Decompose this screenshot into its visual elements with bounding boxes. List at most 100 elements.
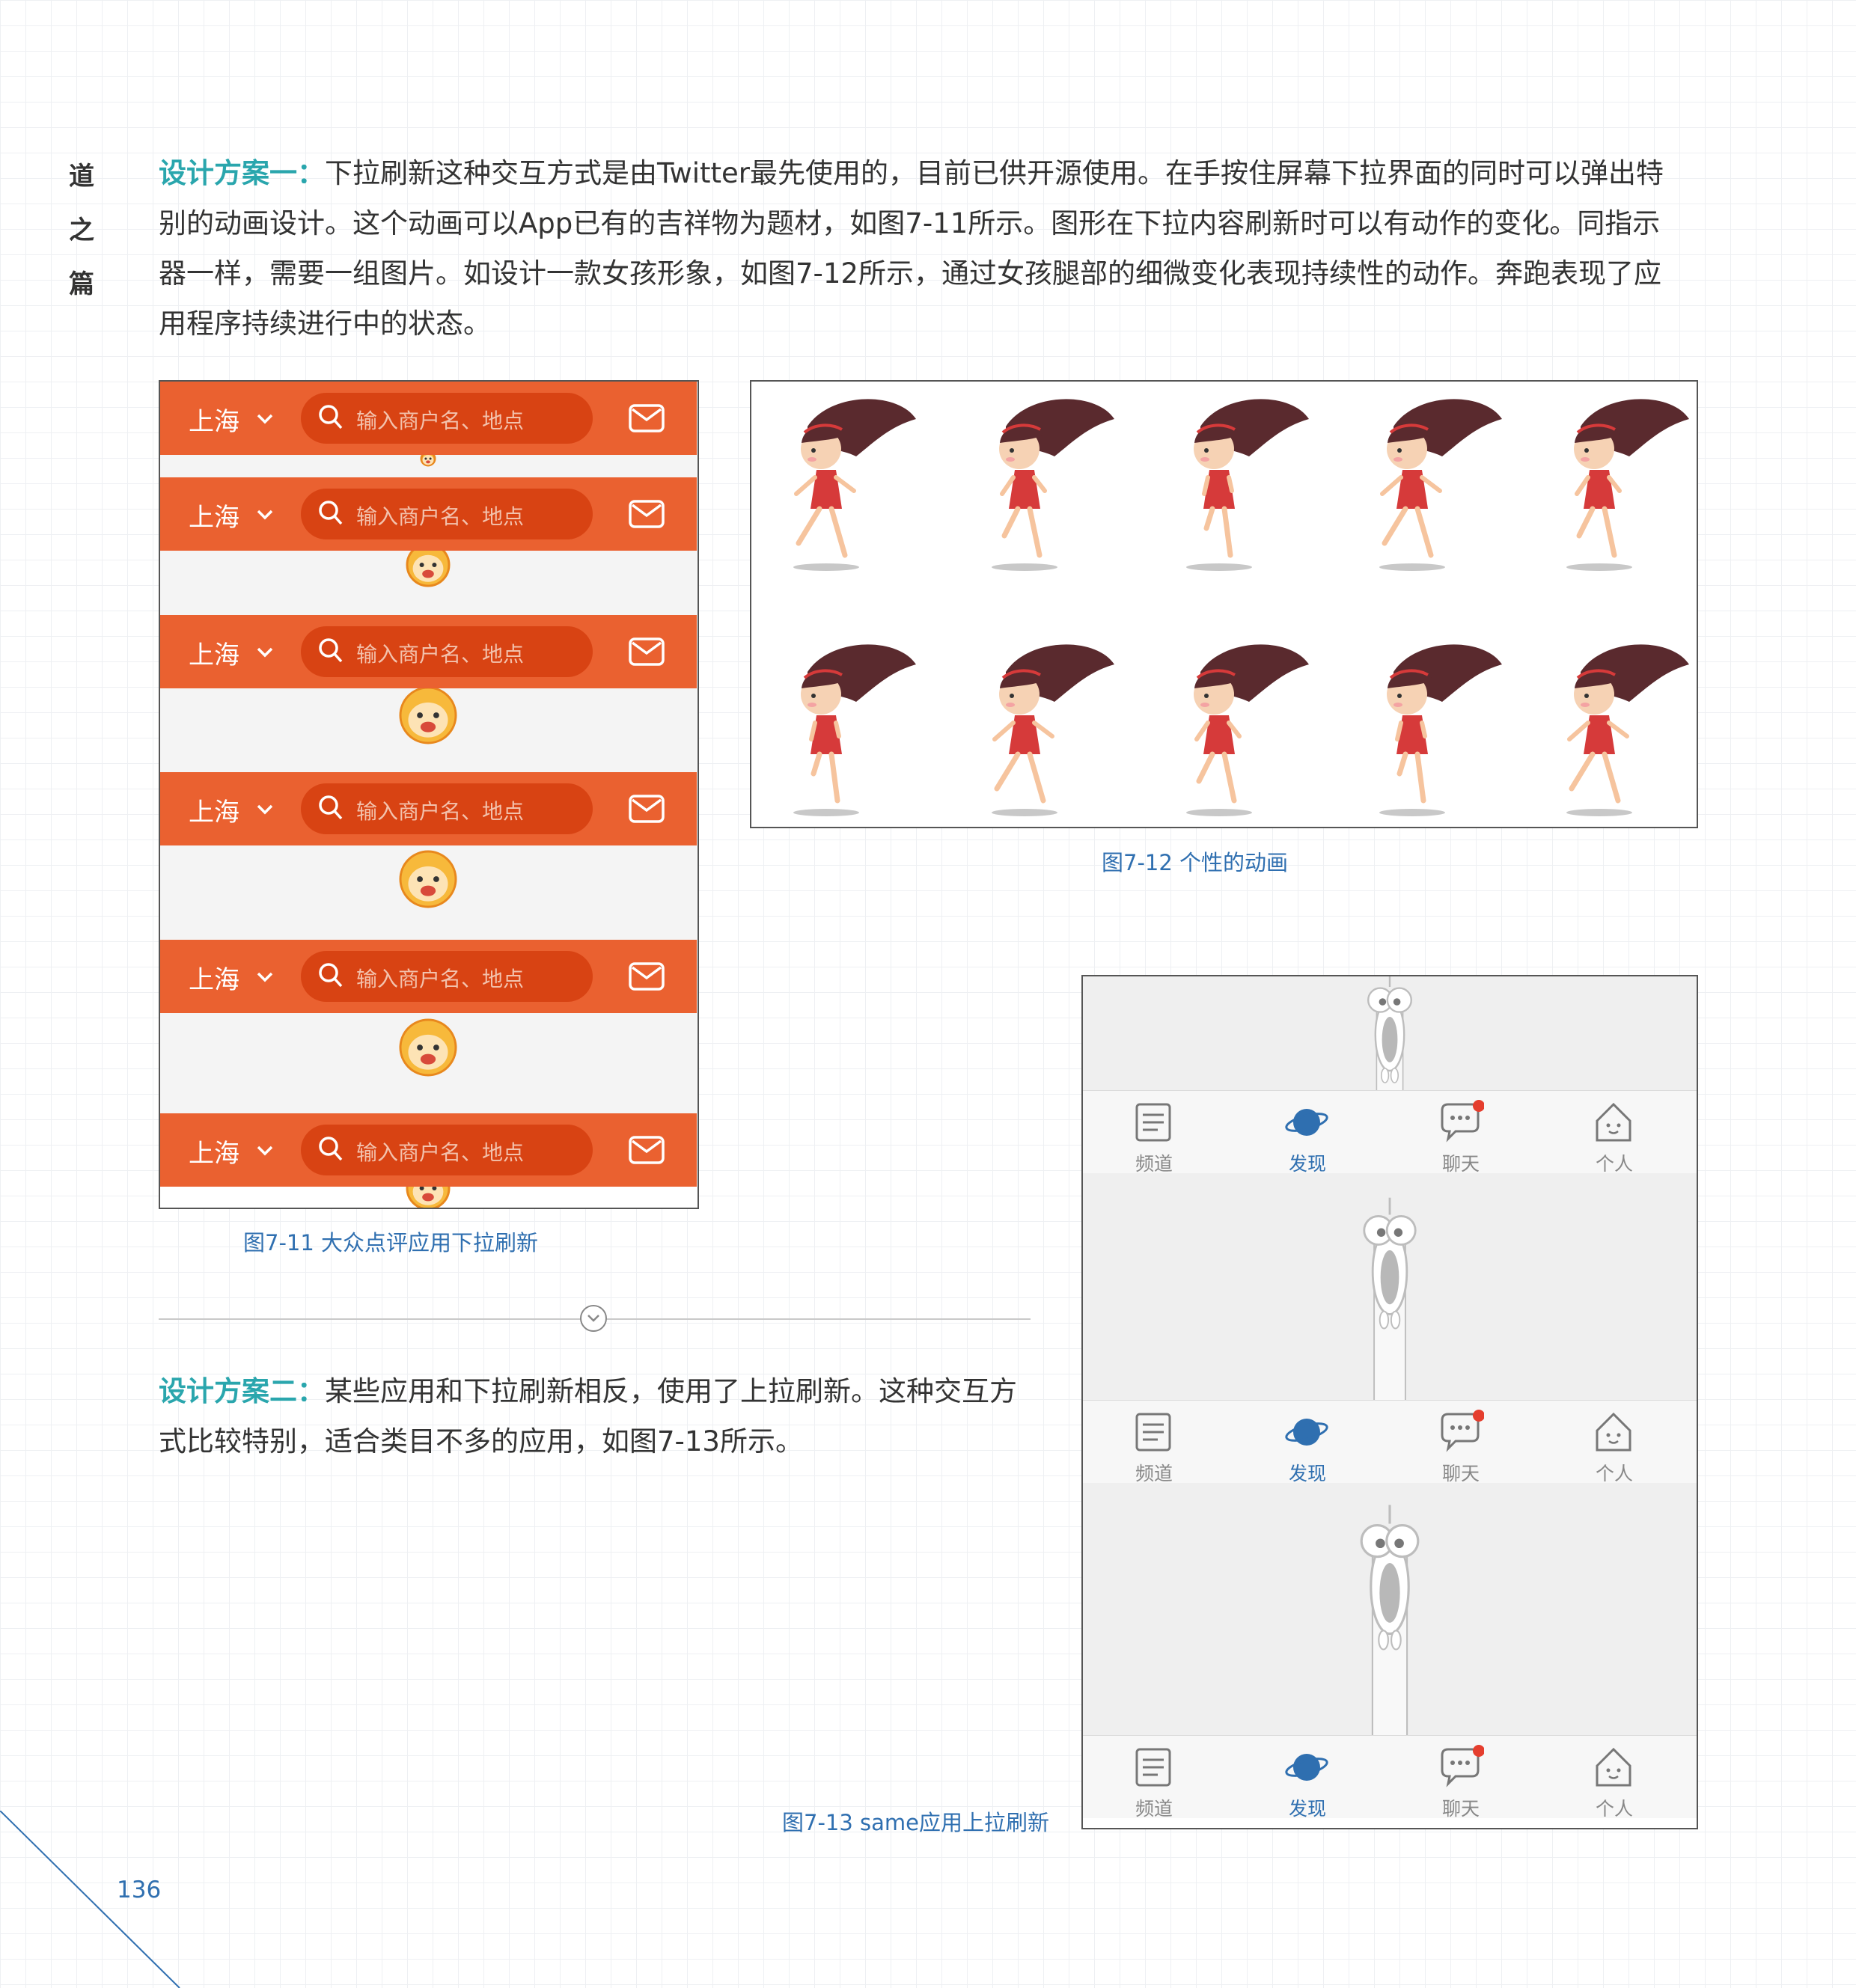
search-input[interactable]: 输入商户名、地点 (301, 626, 593, 677)
search-input[interactable]: 输入商户名、地点 (301, 489, 593, 539)
figure-7-12-caption: 图7-12 个性的动画 (1102, 850, 1289, 875)
line-text: 某些应用和下拉刷新相反，使用了上拉刷新。这种交互方 (325, 1375, 1017, 1407)
running-girl-frame (1186, 644, 1309, 816)
search-bar: 上海 输入商户名、地点 (160, 772, 697, 845)
tab-item[interactable]: 频道 (1109, 1745, 1199, 1821)
figure-7-13-caption: 图7-13 same应用上拉刷新 (782, 1810, 1050, 1835)
mail-icon[interactable] (628, 1135, 665, 1165)
search-bar: 上海 输入商户名、地点 (160, 1113, 697, 1187)
highlight-label: 设计方案二： (159, 1375, 325, 1407)
page-number: 136 (117, 1877, 162, 1903)
channel-icon (1135, 1103, 1171, 1142)
tab-label: 聊天 (1441, 1798, 1480, 1820)
search-icon (319, 638, 343, 663)
pull-up-character (1363, 1197, 1417, 1421)
planet-icon (1285, 1754, 1328, 1781)
running-girl-frame (1379, 399, 1502, 571)
tab-label: 频道 (1135, 1798, 1173, 1820)
profile-icon (1596, 1747, 1631, 1787)
profile-icon (1596, 1102, 1631, 1142)
city-label[interactable]: 上海 (189, 798, 239, 828)
paragraph-2: 设计方案二：某些应用和下拉刷新相反，使用了上拉刷新。这种交互方 式比较特别，适合… (159, 1366, 1034, 1466)
search-icon (319, 501, 343, 525)
search-input[interactable]: 输入商户名、地点 (301, 1125, 593, 1175)
running-girl-frame (992, 644, 1114, 816)
tab-item[interactable]: 频道 (1109, 1100, 1199, 1176)
search-icon (319, 963, 343, 988)
search-icon (319, 795, 343, 820)
search-placeholder: 输入商户名、地点 (356, 967, 525, 991)
chevron-down-icon[interactable] (256, 1145, 274, 1157)
chat-icon (1441, 1100, 1485, 1143)
tab-label: 个人 (1595, 1798, 1633, 1820)
search-placeholder: 输入商户名、地点 (356, 1140, 525, 1165)
paragraph-line: 器一样，需要一组图片。如设计一款女孩形象，如图7-12所示，通过女孩腿部的细微变… (159, 257, 1661, 290)
paragraph-1: 设计方案一：下拉刷新这种交互方式是由Twitter最先使用的，目前已供开源使用。… (159, 148, 1715, 349)
tab-item[interactable]: 聊天 (1416, 1100, 1506, 1176)
chevron-down-icon[interactable] (256, 646, 274, 658)
planet-icon (1285, 1109, 1328, 1136)
tab-item[interactable]: 发现 (1263, 1410, 1352, 1486)
paragraph-line: 式比较特别，适合类目不多的应用，如图7-13所示。 (159, 1425, 803, 1458)
running-girl-frame (793, 644, 916, 816)
channel-icon (1135, 1748, 1171, 1787)
city-label[interactable]: 上海 (189, 1139, 239, 1169)
mascot-face-icon (399, 686, 457, 744)
mail-icon[interactable] (628, 961, 665, 991)
tab-item[interactable]: 发现 (1263, 1100, 1352, 1176)
paragraph-line: 用程序持续进行中的状态。 (159, 308, 491, 340)
chevron-down-icon[interactable] (256, 509, 274, 521)
tab-item[interactable]: 个人 (1569, 1410, 1659, 1486)
search-input[interactable]: 输入商户名、地点 (301, 783, 593, 834)
chevron-down-icon[interactable] (256, 971, 274, 983)
search-bar: 上海 输入商户名、地点 (160, 477, 697, 551)
mascot-face-icon (399, 850, 457, 908)
search-icon (319, 1137, 343, 1161)
mail-icon[interactable] (628, 794, 665, 824)
paragraph-line: 别的动画设计。这个动画可以App已有的吉祥物为题材，如图7-11所示。图形在下拉… (159, 207, 1661, 239)
city-label[interactable]: 上海 (189, 965, 239, 995)
profile-icon (1596, 1412, 1631, 1452)
corner-decoration (0, 1811, 180, 1988)
chevron-down-icon[interactable] (256, 804, 274, 816)
tab-label: 个人 (1595, 1153, 1633, 1175)
tab-bar: 频道 发现 聊天个人 (1083, 1400, 1697, 1486)
running-girl-frame (1566, 644, 1689, 816)
chat-icon (1441, 1745, 1485, 1787)
search-input[interactable]: 输入商户名、地点 (301, 393, 593, 444)
tab-label: 发现 (1288, 1463, 1326, 1484)
running-girl-frame (1186, 399, 1309, 571)
pull-up-character (1360, 1505, 1420, 1752)
tab-label: 频道 (1135, 1463, 1173, 1484)
search-bar: 上海 输入商户名、地点 (160, 615, 697, 688)
side-title-char: 道 (69, 162, 94, 192)
search-bar: 上海 输入商户名、地点 (160, 382, 697, 455)
search-bar: 上海 输入商户名、地点 (160, 940, 697, 1013)
tab-item[interactable]: 发现 (1263, 1745, 1352, 1821)
search-placeholder: 输入商户名、地点 (356, 409, 525, 433)
mascot-face-icon (399, 1018, 457, 1077)
figure-7-13: 频道发现聊天个人频道发现聊天个人频道发现聊天个人 (1081, 975, 1698, 1829)
chevron-down-icon[interactable] (256, 413, 274, 425)
mail-icon[interactable] (628, 637, 665, 667)
running-girl-frame (793, 399, 916, 571)
tab-label: 聊天 (1441, 1153, 1480, 1175)
search-placeholder: 输入商户名、地点 (356, 504, 525, 529)
paragraph-line: 设计方案一：下拉刷新这种交互方式是由Twitter最先使用的，目前已供开源使用。… (159, 148, 1715, 198)
mail-icon[interactable] (628, 403, 665, 433)
tab-bar: 频道 发现聊天 个人 (1083, 1735, 1697, 1821)
city-label[interactable]: 上海 (189, 407, 239, 437)
city-label[interactable]: 上海 (189, 640, 239, 670)
tab-item[interactable]: 聊天 (1416, 1410, 1506, 1486)
tab-item[interactable]: 个人 (1569, 1100, 1659, 1176)
running-girl-frame (1379, 644, 1502, 816)
chevron-down-circle-icon (580, 1305, 607, 1332)
tab-item[interactable]: 个人 (1569, 1745, 1659, 1821)
highlight-label: 设计方案一： (159, 157, 325, 189)
mail-icon[interactable] (628, 499, 665, 529)
search-input[interactable]: 输入商户名、地点 (301, 951, 593, 1002)
city-label[interactable]: 上海 (189, 503, 239, 533)
tab-item[interactable]: 聊天 (1416, 1745, 1506, 1821)
running-girl-frame (992, 399, 1114, 571)
tab-item[interactable]: 频道 (1109, 1410, 1199, 1486)
